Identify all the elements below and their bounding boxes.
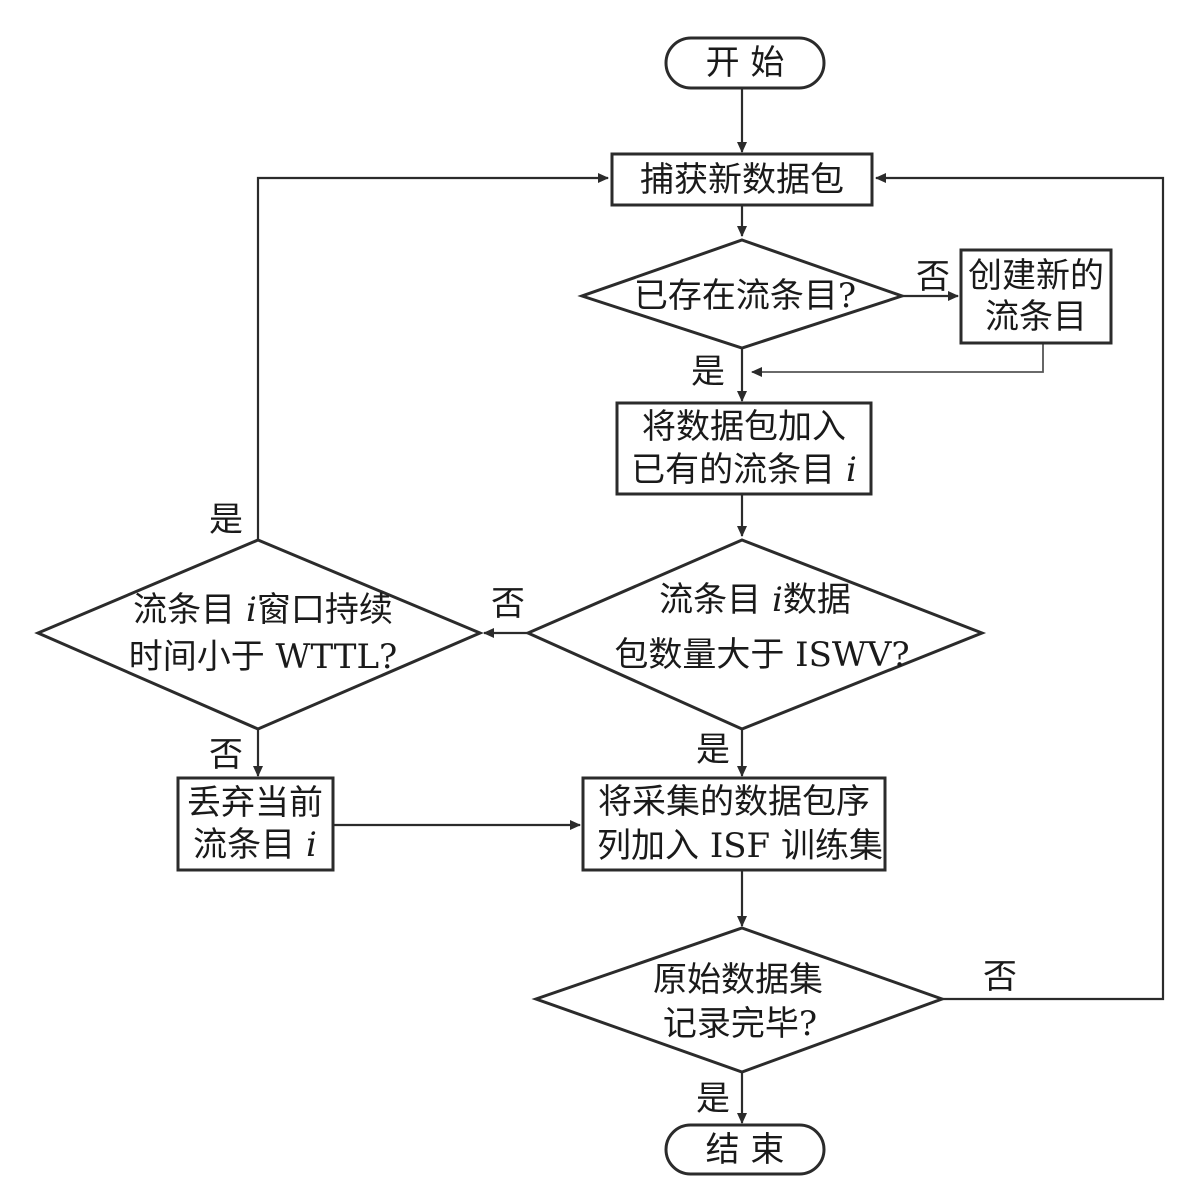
add-packet-box: 将数据包加入 已有的流条目 i (615, 401, 873, 496)
discard-flow-label-line1: 丢弃当前 (187, 783, 323, 823)
capture-packet-label: 捕获新数据包 (640, 160, 844, 200)
dataset-done-decision: 原始数据集 记录完毕? (531, 926, 947, 1074)
start-terminator: 开 始 (664, 36, 826, 90)
done-yes-label: 是 (696, 1079, 730, 1119)
edge-done-to-capture (875, 173, 1165, 1001)
training-set-label-line2: 列加入 ISF 训练集 (597, 826, 883, 866)
window-yes-label: 是 (209, 500, 243, 540)
packet-count-label-line1: 流条目 i数据 (659, 580, 851, 620)
dataset-done-label-line1: 原始数据集 (653, 960, 823, 1000)
create-flow-label-line1: 创建新的 (968, 256, 1104, 296)
edge-create-to-main (751, 343, 1044, 377)
window-no-label: 否 (209, 735, 243, 775)
discard-flow-label-line2: 流条目 i (193, 825, 317, 865)
capture-packet-box: 捕获新数据包 (610, 152, 874, 207)
start-label: 开 始 (706, 43, 785, 83)
count-yes-label: 是 (696, 730, 730, 770)
count-no-label: 否 (491, 584, 525, 624)
edge-window-to-capture (256, 173, 609, 540)
end-label: 结 束 (706, 1130, 785, 1170)
add-packet-label-line2: 已有的流条目 i (631, 450, 857, 490)
exists-no-label: 否 (916, 257, 950, 297)
dataset-done-label-line2: 记录完毕? (663, 1004, 817, 1044)
training-set-box: 将采集的数据包序 列加入 ISF 训练集 (581, 776, 887, 872)
discard-flow-box: 丢弃当前 流条目 i (176, 776, 335, 872)
exists-flow-decision: 已存在流条目? (577, 238, 907, 350)
exists-yes-label: 是 (691, 352, 725, 392)
packet-count-label-line2: 包数量大于 ISWV? (614, 635, 909, 675)
training-set-label-line1: 将采集的数据包序 (598, 782, 870, 822)
window-duration-decision: 流条目 i窗口持续 时间小于 WTTL? (34, 538, 484, 731)
create-flow-box: 创建新的 流条目 (959, 248, 1113, 345)
end-terminator: 结 束 (664, 1123, 826, 1176)
create-flow-label-line2: 流条目 (985, 297, 1087, 337)
done-no-label: 否 (983, 957, 1017, 997)
packet-count-decision: 流条目 i数据 包数量大于 ISWV? (524, 538, 987, 731)
window-duration-label-line2: 时间小于 WTTL? (129, 637, 398, 677)
exists-flow-label: 已存在流条目? (634, 276, 856, 316)
add-packet-label-line1: 将数据包加入 (642, 407, 846, 447)
window-duration-label-line1: 流条目 i窗口持续 (133, 590, 393, 630)
